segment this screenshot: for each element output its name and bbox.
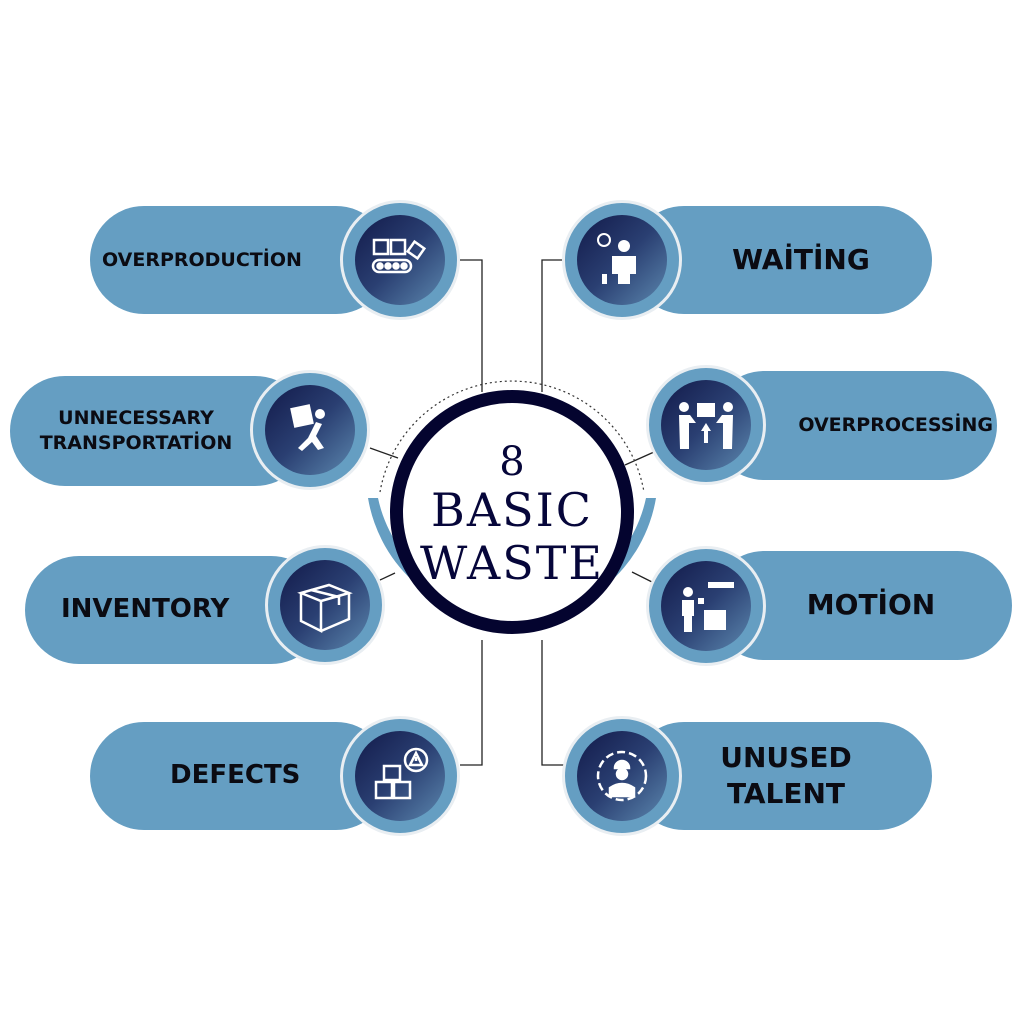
dotted-arc: [379, 380, 645, 493]
person-carrying-box-icon: [250, 370, 370, 490]
center-line2: WASTE: [420, 536, 604, 590]
center-number: 8: [499, 439, 525, 486]
label: MOTİON: [806, 588, 936, 622]
label: INVENTORY: [61, 594, 230, 625]
label: OVERPRODUCTİON: [102, 248, 302, 271]
worker-gear-icon: [562, 716, 682, 836]
label: OVERPROCESSİNG: [798, 414, 993, 437]
center-title: 8 BASIC WASTE: [390, 390, 634, 634]
worker-moving-box-icon: [646, 546, 766, 666]
label: WAİTİNG: [732, 242, 870, 276]
label: UNNECESSARY TRANSPORTATİON: [39, 407, 233, 454]
label: DEFECTS: [170, 760, 301, 791]
center-line1: BASIC: [431, 483, 593, 538]
waste-inventory: INVENTORY: [25, 556, 325, 664]
conveyor-boxes-icon: [340, 200, 460, 320]
people-handing-box-icon: [646, 365, 766, 485]
person-waiting-clock-icon: [562, 200, 682, 320]
boxes-warning-icon: [340, 716, 460, 836]
label: UNUSED TALENT: [720, 740, 852, 810]
box-icon: [265, 545, 385, 665]
